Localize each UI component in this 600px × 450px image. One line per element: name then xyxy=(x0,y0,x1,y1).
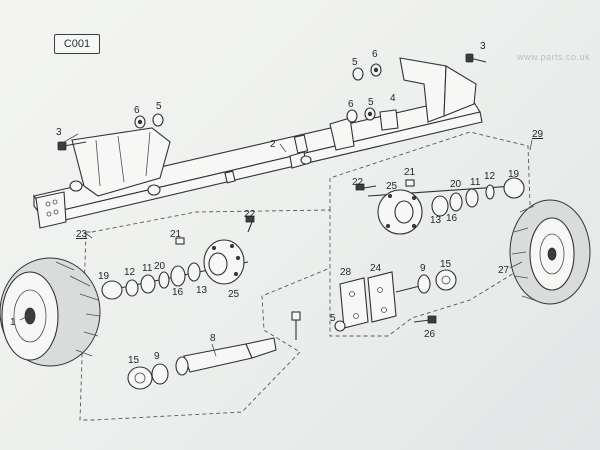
callout-16-right: 16 xyxy=(446,213,458,224)
right-wheel xyxy=(509,199,591,305)
callout-29: 29 xyxy=(532,129,544,140)
callout-25-left: 25 xyxy=(228,289,240,300)
callout-23: 23 xyxy=(76,229,88,240)
callout-12-right: 12 xyxy=(484,171,496,182)
callout-19-right: 19 xyxy=(508,169,520,180)
callout-6-left: 6 xyxy=(134,105,140,116)
page-code-label: C001 xyxy=(54,34,100,54)
callout-3-right: 3 xyxy=(480,41,486,52)
callout-19-left: 19 xyxy=(98,271,110,282)
callout-3-left: 3 xyxy=(56,127,62,138)
callout-27: 27 xyxy=(498,265,510,276)
callout-6-mid: 6 xyxy=(348,99,354,110)
callout-12-left: 12 xyxy=(124,267,136,278)
callout-8: 8 xyxy=(210,333,216,344)
callout-26: 26 xyxy=(424,329,436,340)
callout-13-left: 13 xyxy=(196,285,208,296)
chassis-frame xyxy=(33,57,483,229)
callout-24: 24 xyxy=(370,263,382,274)
callout-21-right: 21 xyxy=(404,167,416,178)
callout-15-lower: 15 xyxy=(128,355,140,366)
callout-22-right: 22 xyxy=(352,177,364,188)
callout-9-lower: 9 xyxy=(154,351,160,362)
right-hub-assembly xyxy=(334,177,525,332)
callout-11-right: 11 xyxy=(470,177,481,188)
callout-13-right: 13 xyxy=(430,215,442,226)
watermark-text: www.parts.co.uk xyxy=(516,52,590,62)
callout-25-right: 25 xyxy=(386,181,398,192)
callout-5-left: 5 xyxy=(156,101,162,112)
callout-16-left: 16 xyxy=(172,287,184,298)
left-hub-assembly xyxy=(101,215,301,340)
upper-fasteners xyxy=(57,53,487,151)
callout-11-left: 11 xyxy=(142,263,153,274)
callout-6-top: 6 xyxy=(372,49,378,60)
callout-28: 28 xyxy=(340,267,352,278)
leader-lines xyxy=(19,133,533,357)
callout-21-left: 21 xyxy=(170,229,182,240)
callout-5-top: 5 xyxy=(352,57,358,68)
callout-4: 4 xyxy=(390,93,396,104)
callout-5-lower: 5 xyxy=(330,313,336,324)
callout-1: 1 xyxy=(10,317,16,328)
callout-20-right: 20 xyxy=(450,179,462,190)
callout-2: 2 xyxy=(270,139,276,150)
callout-20-left: 20 xyxy=(154,261,166,272)
spindle-assembly xyxy=(127,337,277,390)
callout-15-right: 15 xyxy=(440,259,452,270)
group-23-outline xyxy=(79,209,331,421)
callout-5-mid: 5 xyxy=(368,97,374,108)
group-29-outline xyxy=(329,131,533,337)
callout-22-left: 22 xyxy=(244,209,256,220)
callout-9-right: 9 xyxy=(420,263,426,274)
left-wheel xyxy=(0,257,101,367)
